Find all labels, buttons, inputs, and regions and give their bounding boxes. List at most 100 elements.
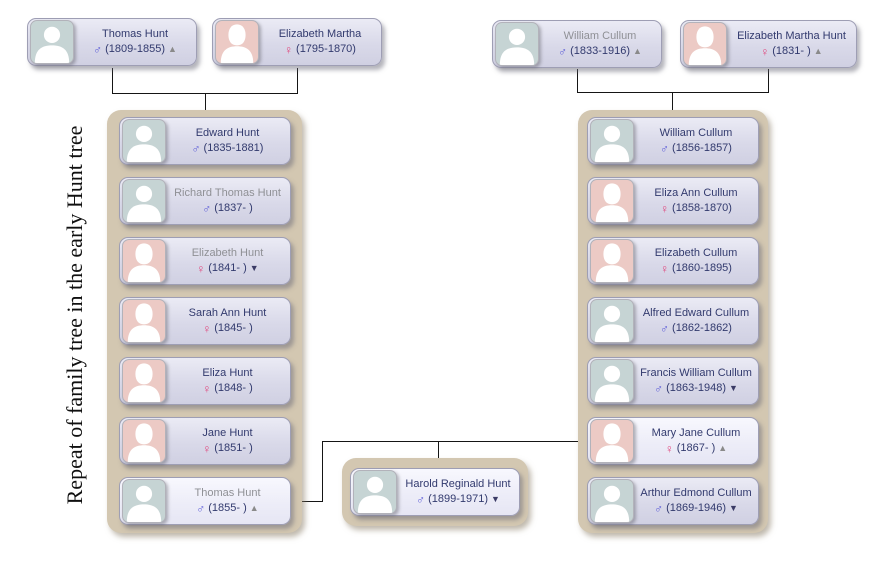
person-info: Jane Hunt♀(1851- ) <box>166 426 290 456</box>
female-gender-icon: ♀ <box>202 381 212 396</box>
person-info: Edward Hunt♂(1835-1881) <box>166 126 290 156</box>
person-card[interactable]: Francis William Cullum ♂(1863-1948)▼ <box>587 357 759 405</box>
person-detail: ♀(1795-1870) <box>263 42 377 57</box>
person-detail: ♀(1858-1870) <box>638 201 754 216</box>
person-dates: (1795-1870) <box>296 43 356 55</box>
tree-caption: Repeat of family tree in the early Hunt … <box>62 125 87 505</box>
collapse-tree-icon[interactable]: ▲ <box>633 46 642 56</box>
male-avatar-icon <box>590 299 634 343</box>
person-dates: (1831- ) <box>772 45 811 57</box>
person-detail: ♂(1855- )▲ <box>170 501 286 516</box>
male-gender-icon: ♂ <box>654 381 664 396</box>
connector-line <box>112 68 113 93</box>
person-info: Thomas Hunt♂(1855- )▲ <box>166 486 290 516</box>
expand-tree-icon[interactable]: ▼ <box>249 263 259 273</box>
person-dates: (1860-1895) <box>672 262 732 274</box>
connector-line <box>438 441 439 458</box>
person-info: Elizabeth Martha♀(1795-1870) <box>259 27 381 57</box>
person-card[interactable]: Jane Hunt♀(1851- ) <box>118 417 291 465</box>
person-card[interactable]: Edward Hunt♂(1835-1881) <box>118 117 291 165</box>
expand-tree-icon[interactable]: ▼ <box>491 494 500 504</box>
person-card[interactable]: William Cullum♂(1833-1916)▲ <box>492 20 662 68</box>
male-gender-icon: ♂ <box>416 492 426 507</box>
male-avatar-icon <box>121 119 166 163</box>
couple-slot-cullum-mother: Elizabeth Martha Hunt ♀(1831- )▲ <box>680 20 857 68</box>
person-dates: (1899-1971) <box>428 493 488 505</box>
person-card[interactable]: Eliza Hunt ♀(1848- ) <box>118 357 291 405</box>
male-gender-icon: ♂ <box>93 42 103 57</box>
person-name: William Cullum <box>659 127 733 139</box>
person-detail: ♂(1833-1916)▲ <box>543 44 657 59</box>
person-card[interactable]: Sarah Ann Hunt ♀(1845- ) <box>118 297 291 345</box>
person-info: Richard Thomas Hunt♂(1837- ) <box>166 186 290 216</box>
couple-slot-hunt-mother: Elizabeth Martha♀(1795-1870) <box>212 18 382 66</box>
person-info: Eliza Ann Cullum♀(1858-1870) <box>634 186 758 216</box>
person-name: Richard Thomas Hunt <box>174 187 281 199</box>
person-dates: (1845- ) <box>214 322 253 334</box>
connector-line <box>290 501 322 502</box>
connector-line <box>322 441 323 502</box>
male-gender-icon: ♂ <box>191 141 201 156</box>
collapse-tree-icon[interactable]: ▲ <box>249 503 259 513</box>
person-info: Eliza Hunt ♀(1848- ) <box>166 366 290 396</box>
male-gender-icon: ♂ <box>660 321 670 336</box>
person-card[interactable]: Thomas Hunt♂(1855- )▲ <box>118 477 291 525</box>
person-detail: ♂(1863-1948)▼ <box>638 381 754 396</box>
person-info: Mary Jane Cullum♀(1867- )▲ <box>634 426 758 456</box>
expand-tree-icon[interactable]: ▼ <box>729 503 738 513</box>
person-dates: (1855- ) <box>208 502 247 514</box>
person-dates: (1863-1948) <box>666 382 726 394</box>
person-card[interactable]: Arthur Edmond Cullum♂(1869-1946)▼ <box>587 477 759 525</box>
person-name: Eliza Hunt <box>202 367 253 379</box>
person-card[interactable]: Alfred Edward Cullum ♂(1862-1862) <box>587 297 759 345</box>
female-gender-icon: ♀ <box>664 441 674 456</box>
person-card[interactable]: Elizabeth Cullum♀(1860-1895) <box>587 237 759 285</box>
person-card[interactable]: Richard Thomas Hunt♂(1837- ) <box>118 177 291 225</box>
expand-tree-icon[interactable]: ▼ <box>729 383 738 393</box>
person-info: Elizabeth Martha Hunt ♀(1831- )▲ <box>727 29 856 59</box>
female-avatar-icon <box>121 419 166 463</box>
person-card[interactable]: William Cullum♂(1856-1857) <box>587 117 759 165</box>
person-card[interactable]: Thomas Hunt♂(1809-1855)▲ <box>27 18 197 66</box>
connector-line <box>297 68 298 93</box>
male-avatar-icon <box>353 470 397 514</box>
female-gender-icon: ♀ <box>202 321 212 336</box>
male-avatar-icon <box>121 179 166 223</box>
person-info: Elizabeth Hunt♀(1841- )▼ <box>166 246 290 276</box>
person-dates: (1841- ) <box>208 262 247 274</box>
connector-line <box>322 441 587 442</box>
person-name: Harold Reginald Hunt <box>405 478 511 490</box>
person-card[interactable]: Mary Jane Cullum♀(1867- )▲ <box>587 417 759 465</box>
collapse-tree-icon[interactable]: ▲ <box>813 46 823 56</box>
female-avatar-icon <box>683 22 727 66</box>
female-avatar-icon <box>590 239 634 283</box>
person-card[interactable]: Elizabeth Hunt♀(1841- )▼ <box>118 237 291 285</box>
family-group-cullum-children: William Cullum♂(1856-1857) Eliza Ann Cull… <box>578 110 768 533</box>
person-info: Harold Reginald Hunt ♂(1899-1971)▼ <box>397 477 519 507</box>
female-gender-icon: ♀ <box>760 44 770 59</box>
collapse-tree-icon[interactable]: ▲ <box>718 443 728 453</box>
female-gender-icon: ♀ <box>660 201 670 216</box>
person-dates: (1835-1881) <box>203 142 264 154</box>
person-card[interactable]: Elizabeth Martha Hunt ♀(1831- )▲ <box>680 20 857 68</box>
person-card[interactable]: Elizabeth Martha♀(1795-1870) <box>212 18 382 66</box>
person-detail: ♂(1862-1862) <box>638 321 754 336</box>
person-name: Francis William Cullum <box>640 367 752 379</box>
person-name: Mary Jane Cullum <box>651 427 741 439</box>
person-dates: (1862-1862) <box>672 322 732 334</box>
person-name: Elizabeth Martha Hunt <box>737 30 846 42</box>
person-detail: ♀(1841- )▼ <box>170 261 286 276</box>
person-info: Francis William Cullum ♂(1863-1948)▼ <box>634 366 758 396</box>
person-info: William Cullum♂(1856-1857) <box>634 126 758 156</box>
male-gender-icon: ♂ <box>202 201 212 216</box>
person-name: Sarah Ann Hunt <box>188 307 267 319</box>
male-avatar-icon <box>590 359 634 403</box>
person-card[interactable]: Eliza Ann Cullum♀(1858-1870) <box>587 177 759 225</box>
person-card[interactable]: Harold Reginald Hunt ♂(1899-1971)▼ <box>350 468 520 516</box>
person-name: Alfred Edward Cullum <box>642 307 750 319</box>
collapse-tree-icon[interactable]: ▲ <box>168 44 177 54</box>
male-avatar-icon <box>121 479 166 523</box>
person-name: Thomas Hunt <box>101 28 169 40</box>
person-detail: ♀(1848- ) <box>170 381 286 396</box>
